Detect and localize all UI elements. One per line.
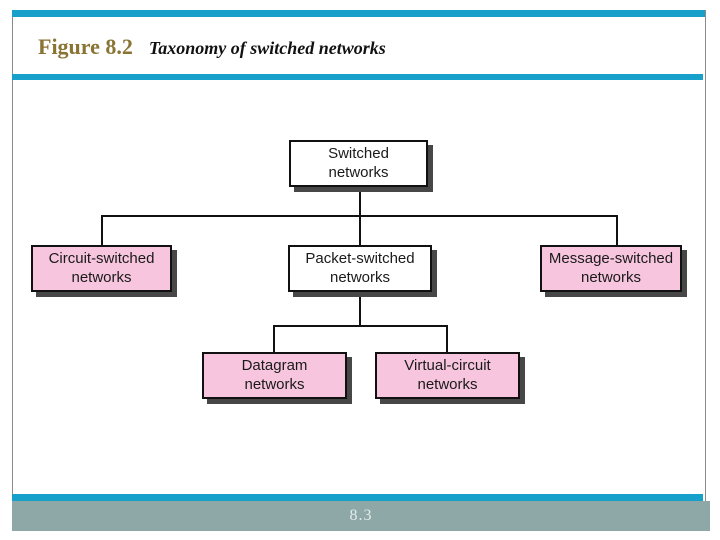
connector-line xyxy=(359,292,361,326)
frame-line-right xyxy=(705,10,706,502)
connector-line xyxy=(616,215,618,246)
node-label-line: Message-switched xyxy=(548,249,674,267)
frame-line-left xyxy=(12,17,13,502)
node-label-line: networks xyxy=(71,268,132,286)
footer-divider-bar xyxy=(12,494,703,501)
connector-line xyxy=(101,215,103,246)
node-label-line: networks xyxy=(328,163,389,181)
node-circuit-switched-networks: Circuit-switched networks xyxy=(31,245,172,292)
node-packet-switched-networks: Packet-switched networks xyxy=(288,245,432,292)
connector-line xyxy=(359,215,361,246)
top-accent-bar xyxy=(12,10,705,17)
connector-line xyxy=(273,325,275,353)
node-virtual-circuit-networks: Virtual-circuit networks xyxy=(375,352,520,399)
figure-title: Taxonomy of switched networks xyxy=(148,38,386,58)
figure-label: Figure 8.2 xyxy=(38,34,133,59)
node-message-switched-networks: Message-switched networks xyxy=(540,245,682,292)
connector-line xyxy=(446,325,448,353)
title-divider-bar xyxy=(12,74,703,80)
node-label-line: Virtual-circuit xyxy=(404,356,491,374)
page-number: 8.3 xyxy=(349,507,373,524)
node-datagram-networks: Datagram networks xyxy=(202,352,347,399)
node-label-line: Switched xyxy=(328,144,389,162)
node-label-line: networks xyxy=(244,375,305,393)
node-label-line: networks xyxy=(580,268,642,286)
node-label-line: Datagram xyxy=(241,356,308,374)
node-switched-networks: Switched networks xyxy=(289,140,428,187)
node-label-line: Circuit-switched xyxy=(48,249,155,267)
slide-header: Figure 8.2 Taxonomy of switched networks xyxy=(38,34,688,60)
node-label-line: networks xyxy=(329,268,391,286)
footer-bar: 8.3 xyxy=(12,501,710,531)
connector-line xyxy=(359,187,361,216)
node-label-line: Packet-switched xyxy=(305,249,415,267)
node-label-line: networks xyxy=(417,375,478,393)
connector-line xyxy=(273,325,448,327)
